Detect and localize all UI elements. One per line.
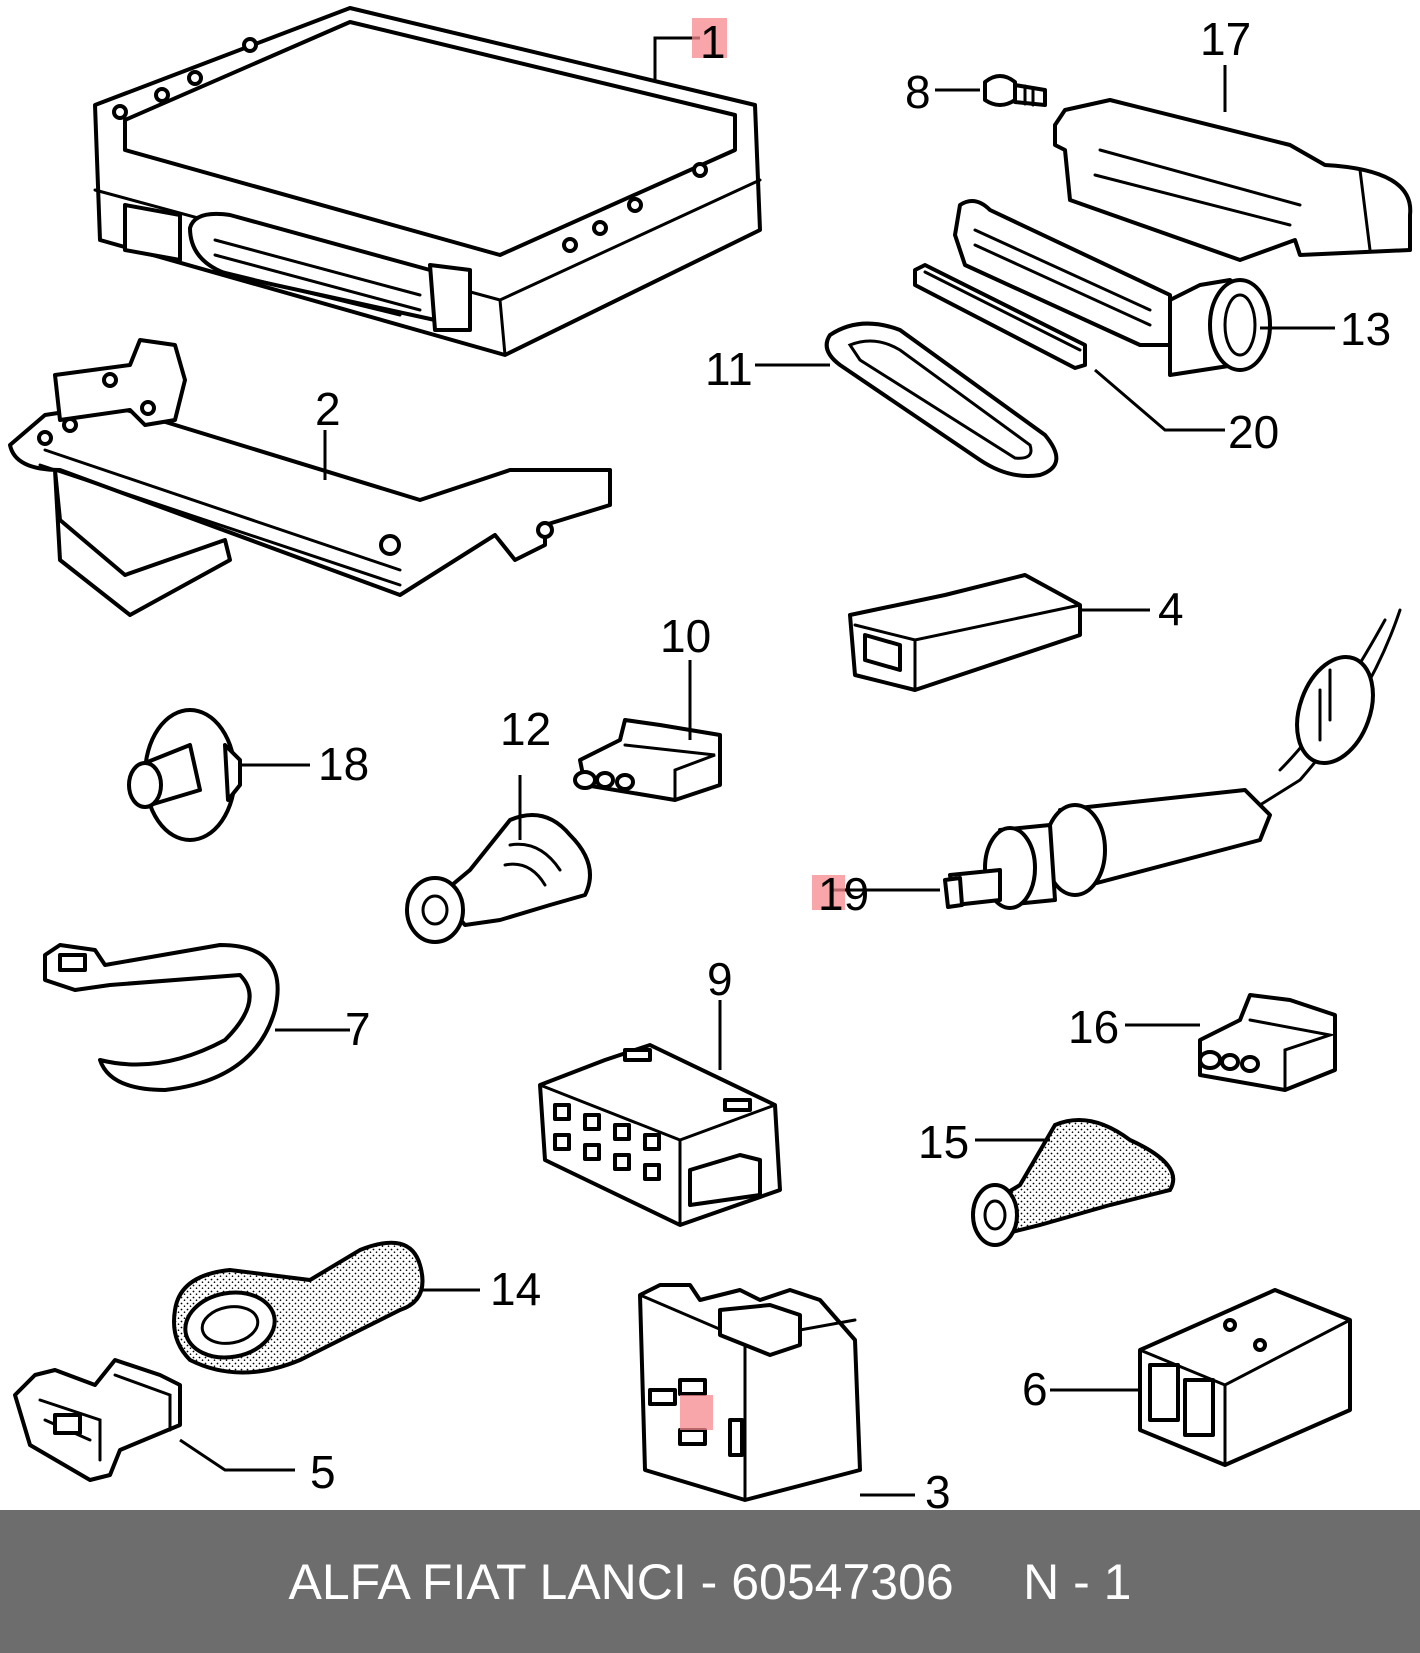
highlight-mark-19: [812, 875, 845, 910]
callout-12: 12: [500, 703, 551, 755]
callout-15: 15: [918, 1116, 969, 1168]
callout-19: 19: [818, 868, 869, 920]
callout-3: 3: [925, 1466, 951, 1510]
part-seal-gasket: [824, 321, 1059, 478]
part-connector-plug: [953, 199, 1272, 377]
part-ecu-unit: [93, 6, 762, 357]
part-grommet: [127, 708, 242, 842]
part-boot-15: [971, 1118, 1176, 1247]
parts-diagram: 1 2 3 4 5 6 7 8 9 10 11 12 13 14 15 16 1…: [8, 6, 1413, 1510]
callout-4: 4: [1158, 583, 1184, 635]
part-mounting-bracket: [8, 338, 612, 617]
callout-1: 1: [700, 16, 726, 68]
highlight-mark-3: [680, 1395, 713, 1430]
part-relay-socket: [638, 1283, 862, 1502]
part-boot-12: [405, 813, 592, 944]
part-connector-16: [1198, 993, 1337, 1092]
callout-10: 10: [660, 610, 711, 662]
footer-part-number: ALFA FIAT LANCI - 60547306 N - 1: [288, 1553, 1132, 1610]
pin-grid: [553, 1103, 661, 1181]
callout-20: 20: [1228, 406, 1279, 458]
part-connector-9: [538, 1043, 782, 1227]
part-boot-14: [172, 1240, 425, 1375]
part-terminal-strip: [913, 263, 1087, 370]
part-connector-10: [573, 718, 722, 802]
part-screw: [983, 74, 1047, 107]
highlight-mark-1: [692, 18, 727, 58]
callout-17: 17: [1200, 13, 1251, 65]
callout-7: 7: [345, 1003, 371, 1055]
callout-14: 14: [490, 1263, 541, 1315]
callout-8: 8: [905, 66, 931, 118]
part-connector-4: [848, 573, 1082, 692]
callout-16: 16: [1068, 1001, 1119, 1053]
part-connector-6: [1138, 1288, 1352, 1467]
callout-11: 11: [705, 343, 753, 395]
callout-6: 6: [1022, 1363, 1048, 1415]
leader-lines: [179, 36, 1335, 1497]
part-injector-connector: [13, 1358, 182, 1482]
part-cable-tie: [43, 943, 280, 1092]
part-lambda-sensor: [943, 608, 1402, 910]
callout-18: 18: [318, 738, 369, 790]
callout-5: 5: [310, 1446, 336, 1498]
part-connector-cover: [1053, 98, 1413, 262]
callout-13: 13: [1340, 303, 1391, 355]
footer-bar: ALFA FIAT LANCI - 60547306 N - 1: [0, 1510, 1420, 1653]
callout-9: 9: [707, 953, 733, 1005]
callout-2: 2: [315, 383, 341, 435]
